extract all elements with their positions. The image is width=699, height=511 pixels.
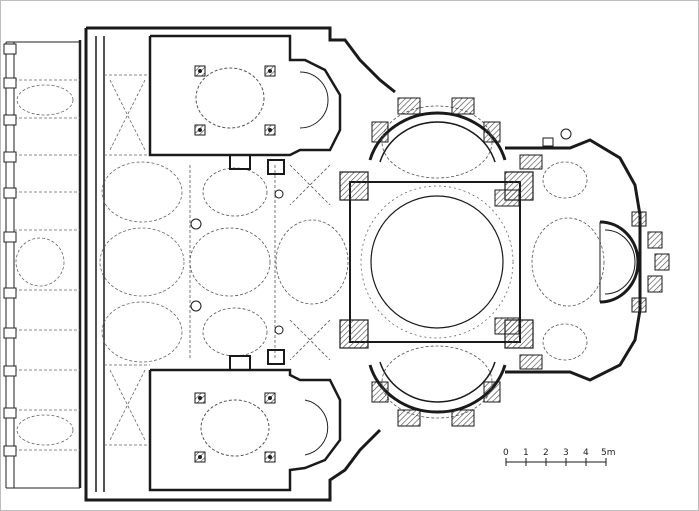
north-conch [368, 97, 507, 179]
south-chapel [148, 368, 342, 492]
narthex [99, 74, 185, 446]
inner-narthex [189, 154, 349, 371]
exonarthex [3, 40, 82, 489]
scale-tick-5m: 5m [601, 448, 616, 458]
outer-walls [84, 26, 396, 502]
scale-tick-0: 0 [503, 448, 509, 458]
scale-bar: 0 1 2 3 4 5m [503, 448, 616, 466]
scale-tick-3: 3 [563, 448, 569, 458]
scale-tick-1: 1 [523, 448, 529, 458]
east-bema [494, 128, 670, 382]
north-chapel [148, 34, 342, 157]
scale-tick-2: 2 [543, 448, 549, 458]
south-conch [368, 345, 507, 427]
scale-tick-4: 4 [583, 448, 589, 458]
